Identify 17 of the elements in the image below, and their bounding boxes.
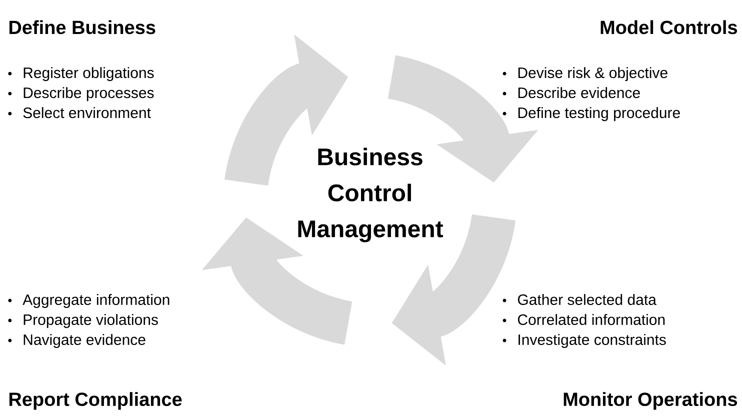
- list-item: Describe processes: [24, 87, 154, 102]
- list-item: Gather selected data: [518, 294, 656, 305]
- list-item: Aggregate information: [22, 294, 170, 308]
- list-item: Propagate violations: [24, 314, 158, 328]
- list-item: Describe evidence: [518, 87, 640, 98]
- list-item: Navigate evidence: [24, 334, 146, 348]
- list-item: Select environment: [23, 107, 151, 118]
- list-item: Define testing procedure: [518, 107, 680, 122]
- heading: Model Controls: [600, 20, 738, 34]
- heading: Report Compliance: [9, 392, 182, 410]
- list-item: Register obligations: [24, 67, 154, 82]
- list-item: Correlated information: [518, 314, 665, 325]
- heading: Define Business: [9, 20, 156, 34]
- heading: Monitor Operations: [564, 392, 738, 410]
- list-item: Devise risk & objective: [518, 67, 668, 82]
- center-title: Business Control Management: [298, 148, 444, 242]
- list-item: Investigate constraints: [518, 334, 666, 348]
